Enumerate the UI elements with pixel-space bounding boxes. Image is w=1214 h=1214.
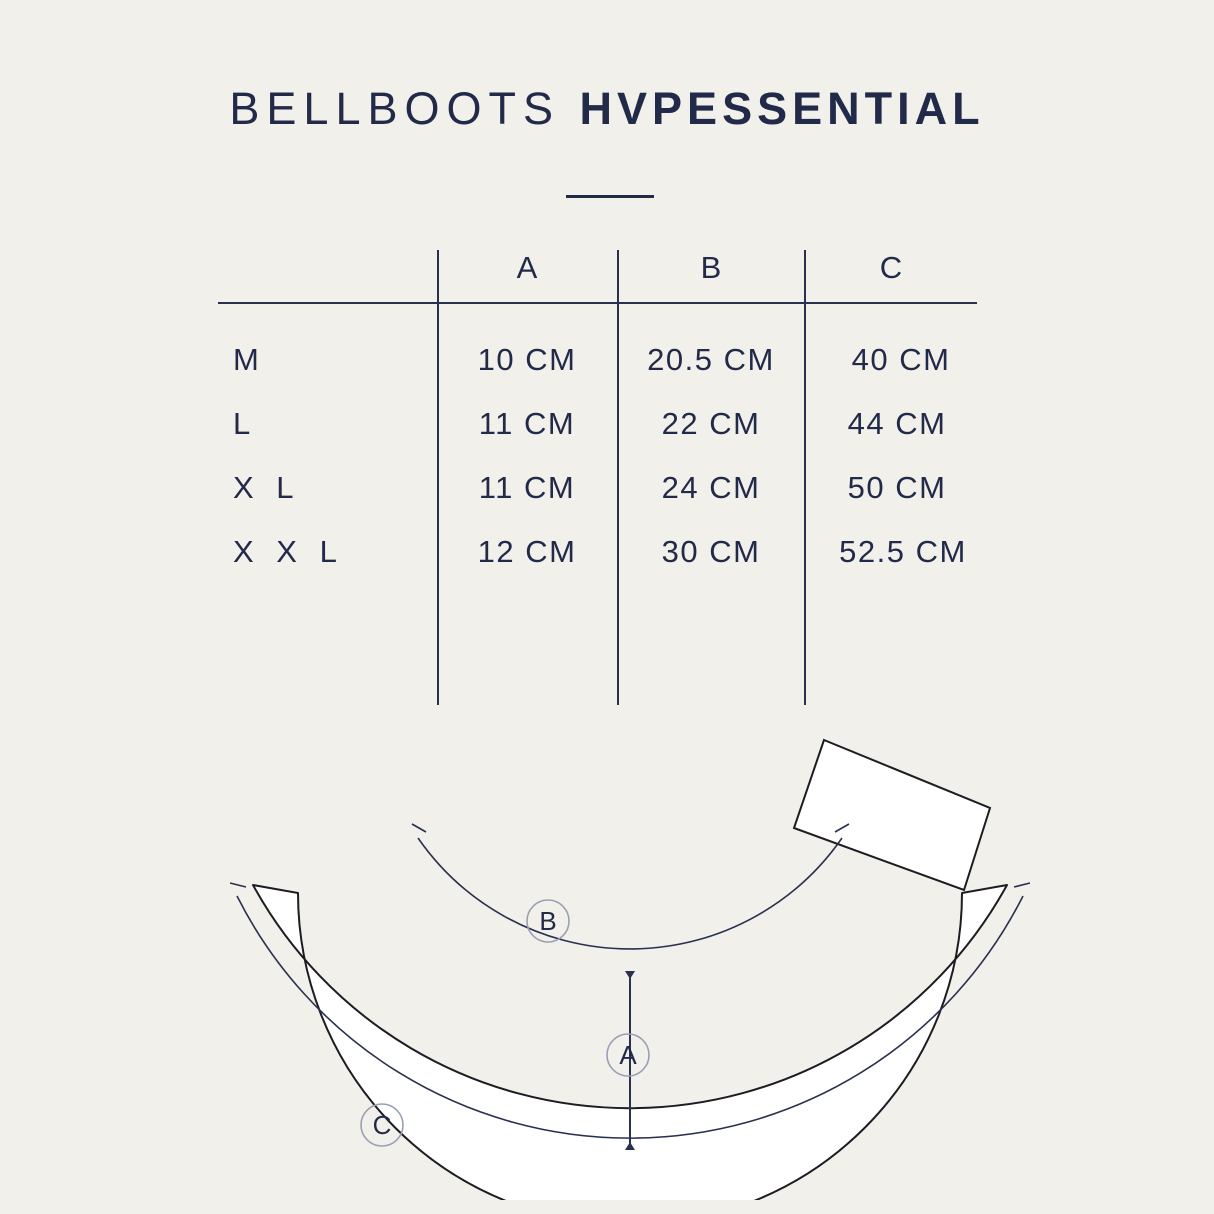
table-cell-xl-a: 11 CM <box>478 470 576 505</box>
callout-b: B <box>526 899 570 943</box>
table-column-header-a: A <box>516 250 538 285</box>
table-cell-m-c: 40 CM <box>851 342 951 377</box>
dimension-tick-b-end <box>834 823 850 833</box>
table-column-header-b: B <box>700 250 722 285</box>
callout-circle-a <box>606 1033 650 1077</box>
bell-boot-body-shape <box>252 884 1008 1214</box>
callout-label-b: B <box>539 906 556 936</box>
dimension-tick-c-start <box>229 882 247 888</box>
page-title: BELLBOOTS HVPESSENTIAL <box>0 86 1214 131</box>
dimension-tick-c-end <box>1013 882 1031 888</box>
table-cell-xl-b: 24 CM <box>661 470 761 505</box>
callout-circle-c <box>360 1103 404 1147</box>
table-cell-l-b: 22 CM <box>661 406 761 441</box>
table-column-header-c: C <box>879 250 903 285</box>
callout-circle-b <box>526 899 570 943</box>
title-product-word: HVPESSENTIAL <box>579 83 985 134</box>
table-row-label-l: L <box>233 406 258 441</box>
table-cell-m-a: 10 CM <box>477 342 577 377</box>
callout-label-c: C <box>373 1110 392 1140</box>
table-cell-l-c: 44 CM <box>847 406 947 441</box>
table-column-divider-3 <box>804 250 806 705</box>
table-row-label-m: M <box>233 342 266 377</box>
table-cell-xl-c: 50 CM <box>847 470 947 505</box>
dimension-tick-b-start <box>411 823 427 833</box>
table-cell-m-b: 20.5 CM <box>647 342 775 377</box>
table-column-divider-1 <box>437 250 439 705</box>
table-row-label-xxl: X X L <box>233 534 344 569</box>
callout-a: A <box>606 1033 650 1077</box>
bell-boot-diagram: B A C <box>190 720 1050 1214</box>
table-row-label-xl: X L <box>233 470 301 505</box>
table-cell-xxl-c: 52.5 CM <box>839 534 967 569</box>
table-cell-l-a: 11 CM <box>478 406 576 441</box>
table-column-divider-2 <box>617 250 619 705</box>
table-cell-xxl-a: 12 CM <box>477 534 577 569</box>
title-divider <box>566 195 654 198</box>
callout-c: C <box>360 1103 404 1147</box>
dimension-arc-b <box>417 837 843 950</box>
dimension-arrow-a-bottom <box>625 1142 635 1150</box>
table-cell-xxl-b: 30 CM <box>661 534 761 569</box>
table-header-rule <box>218 302 977 304</box>
velcro-flap-shape <box>792 738 992 892</box>
dimension-arrow-a-top <box>625 971 635 979</box>
title-brand-word: BELLBOOTS <box>229 83 561 134</box>
callout-label-a: A <box>619 1040 637 1070</box>
